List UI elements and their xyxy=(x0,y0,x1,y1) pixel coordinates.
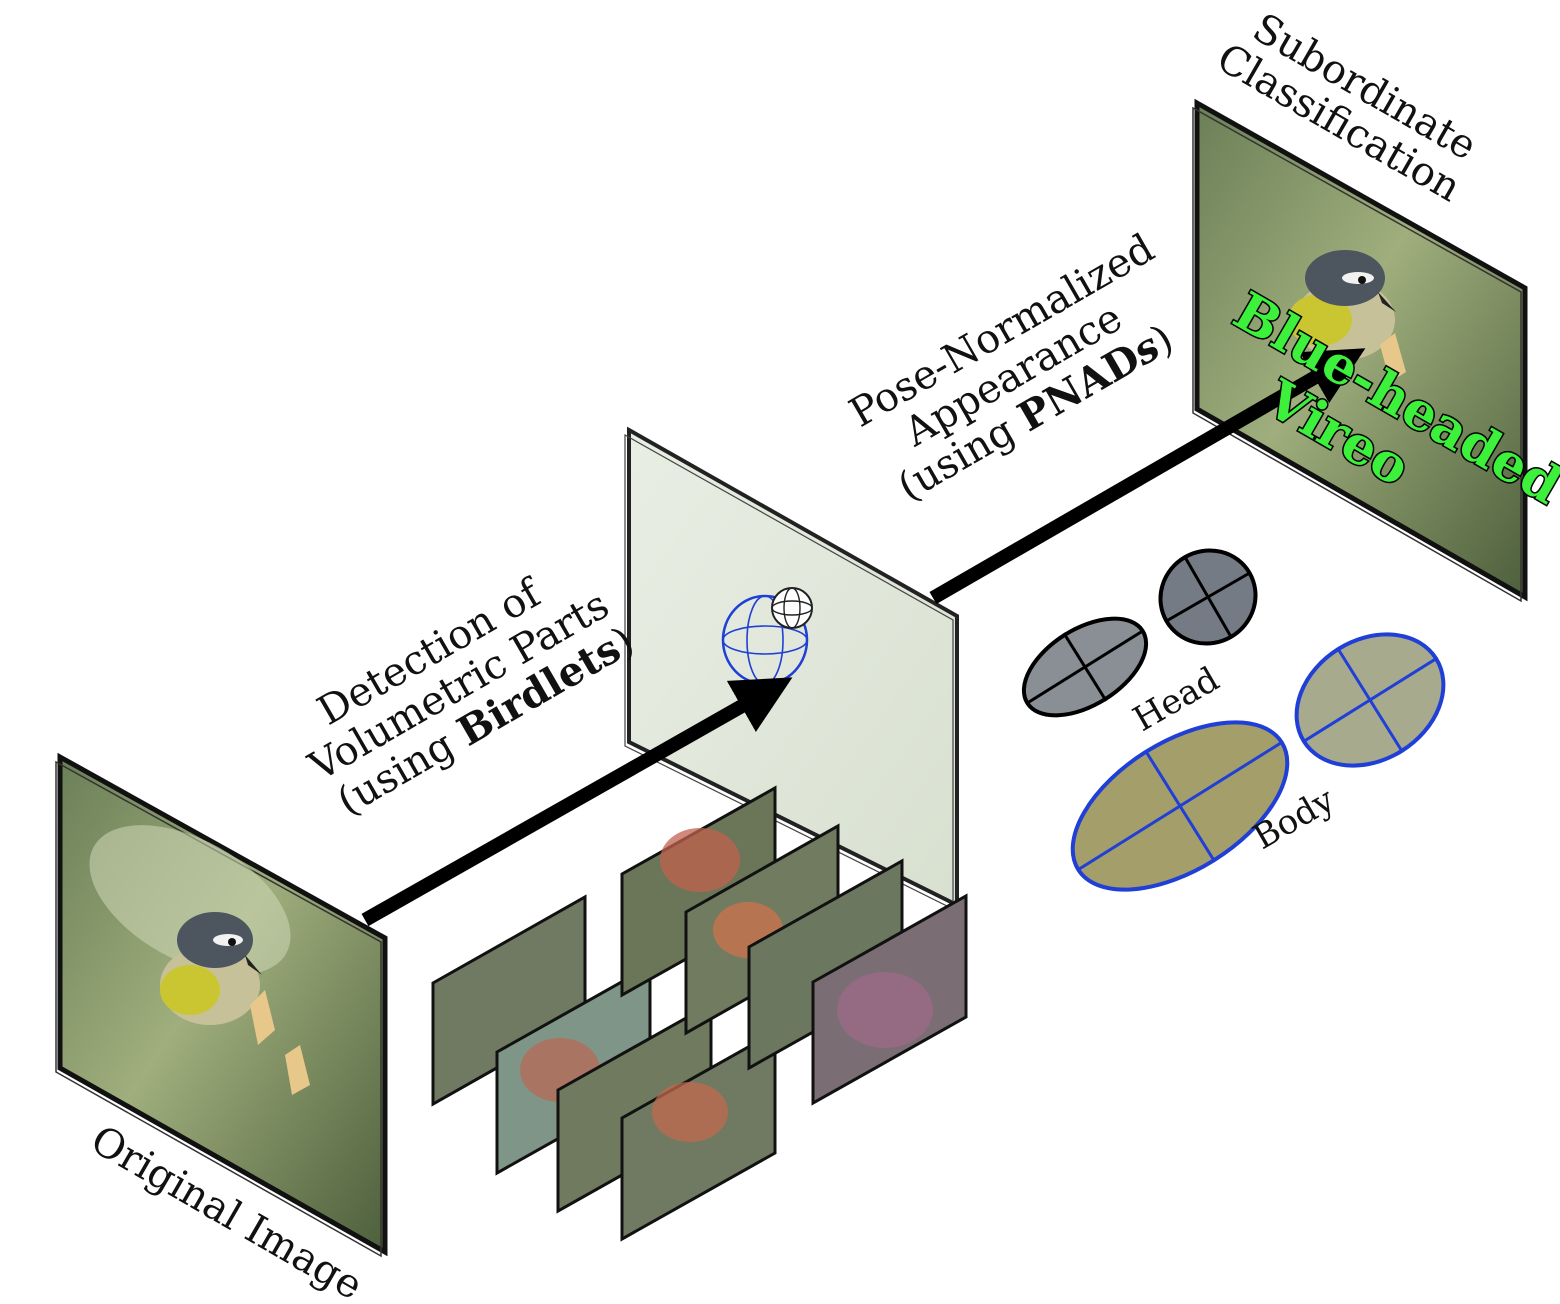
bird-photo-icon xyxy=(1288,250,1406,382)
part-patches xyxy=(431,785,968,1242)
body-ellipse-1 xyxy=(1070,720,1290,892)
original-image-panel xyxy=(55,752,388,1258)
pnad-body-parts xyxy=(1070,632,1446,892)
arrow-classification xyxy=(929,348,1366,605)
pnad-head-parts xyxy=(1021,548,1258,718)
bird-photo-icon xyxy=(160,912,310,1095)
head-ellipse-1 xyxy=(1021,616,1149,718)
body-ellipse-2 xyxy=(1294,632,1446,768)
birdlet-sphere-icon xyxy=(721,587,813,686)
head-ellipse-2 xyxy=(1158,548,1258,646)
arrow-detection xyxy=(361,677,793,927)
